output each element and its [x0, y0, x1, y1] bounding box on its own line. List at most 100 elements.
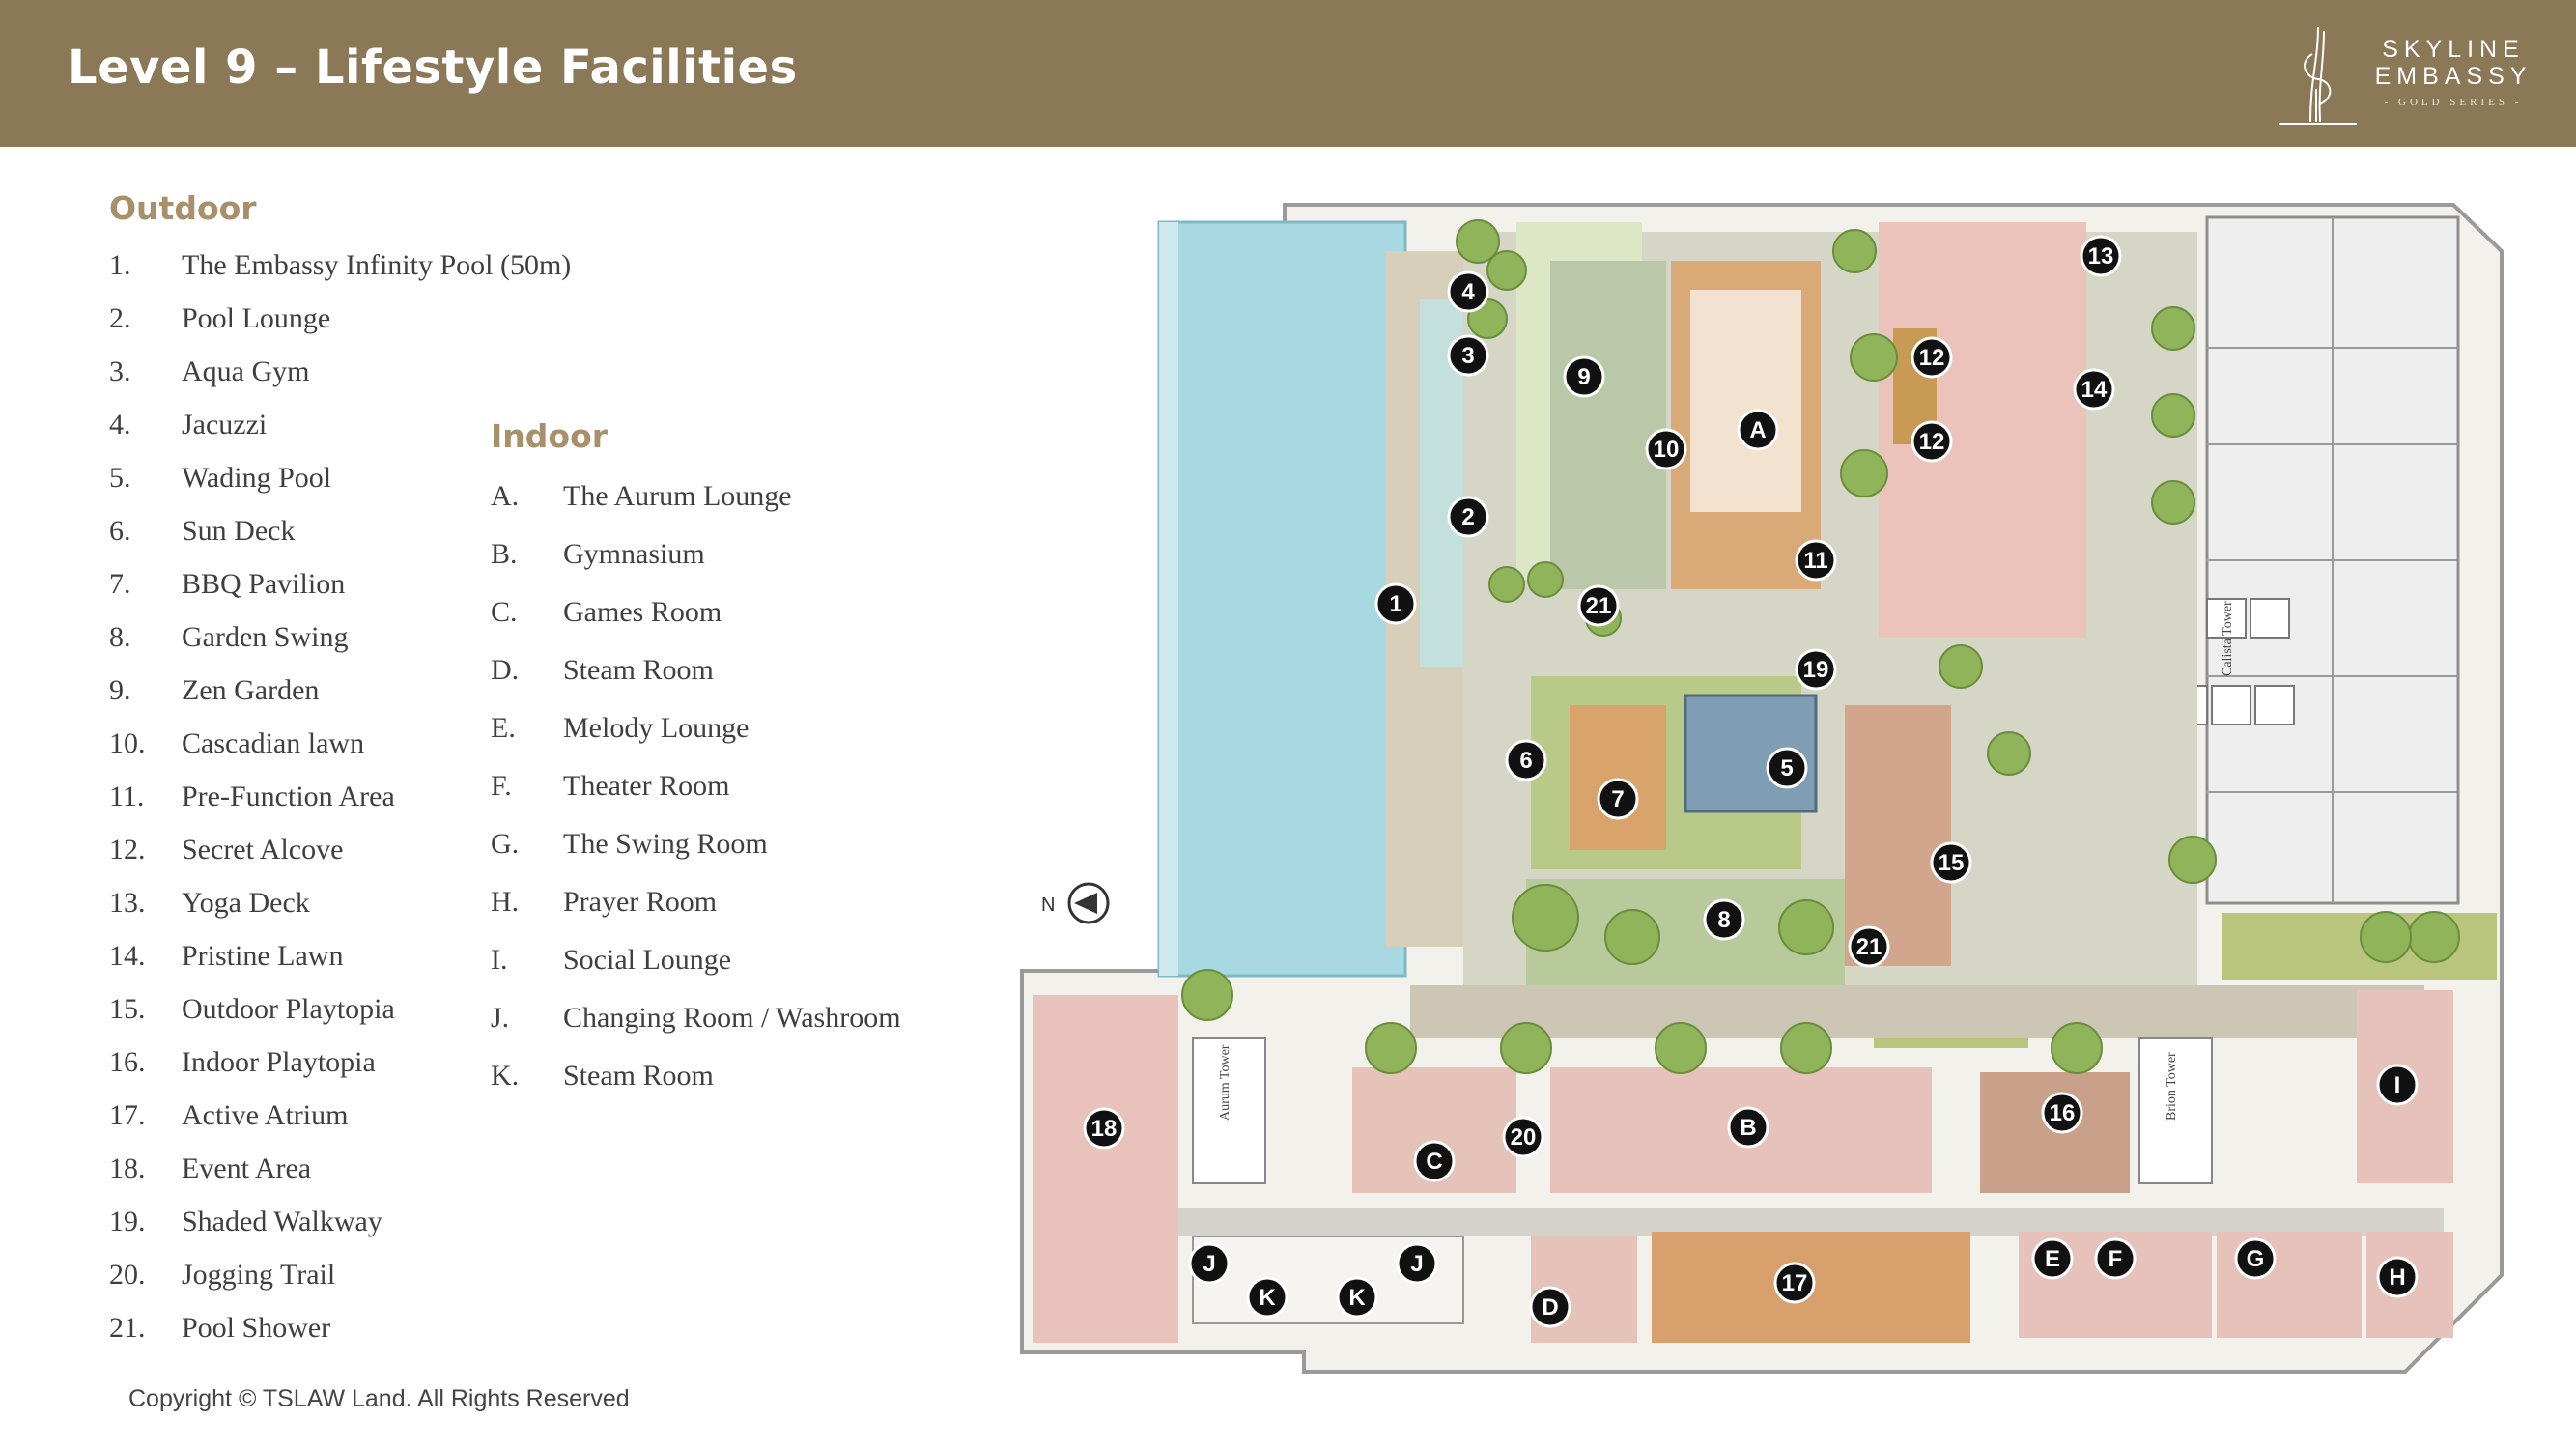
plan-markers: 1234567891011121213141516171819202121ABC… — [1083, 235, 2419, 1328]
plan-marker: 19 — [1795, 648, 1837, 691]
legend-label: Indoor Playtopia — [182, 1046, 376, 1078]
logo-text-gold-series: - GOLD SERIES - — [2384, 97, 2523, 108]
plan-marker: 1 — [1374, 582, 1417, 625]
plan-marker-label: K — [1259, 1285, 1276, 1311]
plan-marker-circle — [1505, 739, 1547, 781]
legend-number: A. — [491, 480, 520, 512]
legend-item: D.Steam Room — [491, 654, 993, 712]
plan-marker-label: A — [1749, 417, 1766, 443]
plan-marker-circle — [1529, 1286, 1571, 1328]
plan-marker: I — [2376, 1064, 2419, 1106]
plan-marker-label: 18 — [1091, 1116, 1118, 1142]
logo-tower-icon — [2279, 26, 2357, 125]
legend-item: 5.Wading Pool — [109, 462, 611, 515]
plan-marker-label: 17 — [1782, 1270, 1808, 1296]
plan-marker-circle — [1447, 334, 1489, 377]
plan-marker: 21 — [1848, 925, 1890, 968]
legend-number: E. — [491, 712, 516, 744]
plan-marker: E — [2031, 1237, 2074, 1280]
legend-item: I.Social Lounge — [491, 944, 993, 1002]
plan-marker: 21 — [1577, 584, 1620, 627]
plan-marker-circle — [1374, 582, 1417, 625]
legend-label: Aqua Gym — [182, 355, 310, 387]
plan-marker-circle — [1396, 1242, 1438, 1285]
legend-label: Active Atrium — [182, 1099, 349, 1131]
plan-marker-label: B — [1740, 1115, 1756, 1141]
plan-marker-label: 21 — [1586, 593, 1612, 619]
plan-marker-circle — [2080, 235, 2122, 277]
plan-marker: 2 — [1447, 496, 1489, 538]
legend-number: 15. — [109, 993, 146, 1025]
copyright-notice: Copyright © TSLAW Land. All Rights Reser… — [128, 1385, 630, 1412]
plan-marker: 18 — [1083, 1107, 1125, 1150]
plan-marker-circle — [1727, 1106, 1769, 1149]
legend-number: 7. — [109, 568, 131, 600]
plan-marker: A — [1737, 409, 1779, 451]
legend-item: 2.Pool Lounge — [109, 302, 611, 355]
plan-marker: B — [1727, 1106, 1769, 1149]
legend-label: Wading Pool — [182, 462, 332, 494]
plan-marker: 15 — [1930, 841, 1972, 884]
legend-item: B.Gymnasium — [491, 538, 993, 596]
plan-marker-label: 20 — [1511, 1124, 1537, 1151]
legend-item: 16.Indoor Playtopia — [109, 1046, 611, 1099]
plan-marker-circle — [1795, 539, 1837, 582]
legend-number: G. — [491, 828, 520, 860]
legend-label: The Aurum Lounge — [563, 480, 792, 512]
legend-label: Garden Swing — [182, 621, 349, 653]
plan-marker: J — [1188, 1242, 1231, 1285]
legend-number: C. — [491, 596, 518, 628]
legend-item: 4.Jacuzzi — [109, 409, 611, 462]
plan-marker-label: 21 — [1856, 934, 1882, 960]
legend-item: C.Games Room — [491, 596, 993, 654]
plan-marker: 12 — [1911, 336, 1953, 379]
plan-marker: J — [1396, 1242, 1438, 1285]
plan-marker-circle — [1703, 898, 1745, 941]
plan-marker-circle — [2234, 1237, 2277, 1280]
logo-text-embassy: EMBASSY — [2374, 63, 2533, 90]
outdoor-playtopia — [1845, 705, 1951, 966]
legend-label: Pristine Lawn — [182, 940, 344, 972]
legend-item: 12.Secret Alcove — [109, 834, 611, 887]
tower-label: Aurum Tower — [1218, 1044, 1232, 1121]
legend-label: Yoga Deck — [182, 887, 310, 919]
plan-marker-label: 9 — [1577, 364, 1590, 390]
infinity-pool — [1157, 220, 1407, 978]
compass-letter: N — [1041, 895, 1055, 916]
plan-marker: 12 — [1911, 420, 1953, 463]
plan-marker: G — [2234, 1237, 2277, 1280]
plan-marker-circle — [1795, 648, 1837, 691]
legend-number: 19. — [109, 1206, 146, 1237]
plan-marker: D — [1529, 1286, 1571, 1328]
legend-item: K.Steam Room — [491, 1060, 993, 1118]
legend-item: F.Theater Room — [491, 770, 993, 828]
tower-label: Brion Tower — [2165, 1052, 2179, 1121]
header-band: Level 9 – Lifestyle Facilities SKYLINE E… — [0, 0, 2576, 147]
plan-marker-label: 1 — [1389, 591, 1401, 617]
plan-marker-circle — [1502, 1116, 1544, 1158]
indoor-playtopia — [1980, 1072, 2130, 1193]
indoor-legend: A. The Aurum Lounge B.Gymnasium C.Games R… — [491, 480, 993, 1118]
north-arrow-icon: N — [1041, 882, 1110, 924]
plan-marker-label: 3 — [1461, 343, 1474, 369]
plan-marker-label: G — [2247, 1246, 2265, 1272]
aurum-tower-core — [1192, 1037, 1266, 1184]
legend-item: 1.The Embassy Infinity Pool (50m) — [109, 249, 611, 302]
legend-label: Changing Room / Washroom — [563, 1002, 901, 1034]
plan-marker-label: J — [1203, 1251, 1215, 1277]
legend-number: H. — [491, 886, 520, 918]
legend-label: Steam Room — [563, 1060, 714, 1092]
legend-item: 19.Shaded Walkway — [109, 1206, 611, 1259]
legend-number: 14. — [109, 940, 146, 972]
legend-item: 15.Outdoor Playtopia — [109, 993, 611, 1046]
plan-marker-label: K — [1348, 1285, 1366, 1311]
legend-number: F. — [491, 770, 512, 802]
plan-marker: 13 — [2080, 235, 2122, 277]
plan-marker-circle — [1447, 496, 1489, 538]
legend-label: Melody Lounge — [563, 712, 750, 744]
plan-marker: C — [1413, 1140, 1456, 1182]
legend-item: J.Changing Room / Washroom — [491, 1002, 993, 1060]
plan-marker: 11 — [1795, 539, 1837, 582]
legend-item: 14. Pristine Lawn — [109, 940, 611, 993]
legend-item: 9.Zen Garden — [109, 674, 611, 727]
